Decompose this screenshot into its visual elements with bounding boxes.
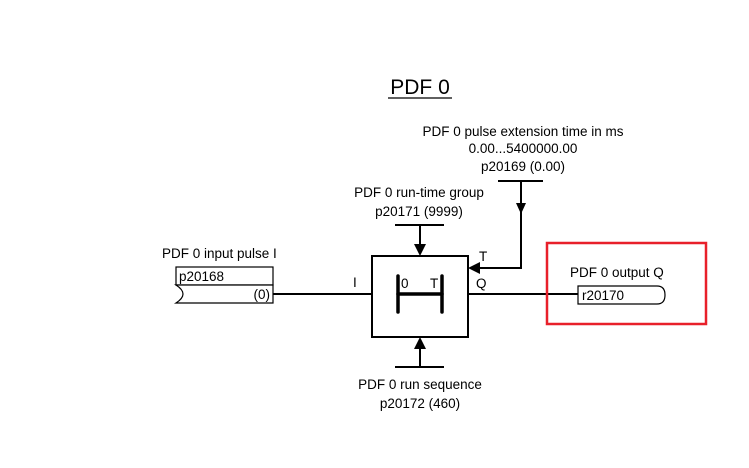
- up-arrow-icon: [414, 337, 426, 349]
- run-sequence-connector: [395, 347, 444, 368]
- run-time-group-param[interactable]: p20171 (9999): [375, 204, 463, 219]
- t-pin-label: T: [479, 249, 487, 264]
- run-sequence-param[interactable]: p20172 (460): [380, 396, 460, 411]
- input-value: (0): [254, 287, 271, 302]
- symbol-zero: 0: [401, 276, 409, 291]
- run-sequence-label: PDF 0 run sequence: [358, 377, 482, 392]
- symbol-t: T: [430, 276, 438, 291]
- input-param[interactable]: p20168: [179, 269, 224, 284]
- down-arrow-icon: [414, 244, 426, 256]
- diagram-title: PDF 0: [390, 76, 450, 99]
- pulse-extension-label: PDF 0 pulse extension time in ms: [422, 124, 623, 139]
- output-highlight-frame: [545, 241, 708, 326]
- input-connector-box[interactable]: [173, 284, 274, 304]
- output-label: PDF 0 output Q: [570, 265, 664, 280]
- output-param-box[interactable]: [577, 285, 666, 305]
- input-label: PDF 0 input pulse I: [162, 246, 277, 261]
- pulse-symbol-icon: [396, 274, 444, 314]
- output-param[interactable]: r20170: [582, 288, 624, 303]
- t-arrow-icon: [468, 262, 480, 274]
- pulse-arrow-icon: [516, 203, 526, 214]
- i-pin-label: I: [353, 275, 357, 290]
- run-time-group-label: PDF 0 run-time group: [354, 185, 484, 200]
- pulse-extension-connector: [478, 180, 543, 269]
- pulse-extension-param[interactable]: p20169 (0.00): [481, 159, 565, 174]
- pulse-extension-range: 0.00...5400000.00: [469, 141, 578, 156]
- run-time-group-connector: [395, 224, 444, 246]
- q-pin-label: Q: [476, 276, 487, 291]
- pdf-function-block[interactable]: [371, 255, 469, 338]
